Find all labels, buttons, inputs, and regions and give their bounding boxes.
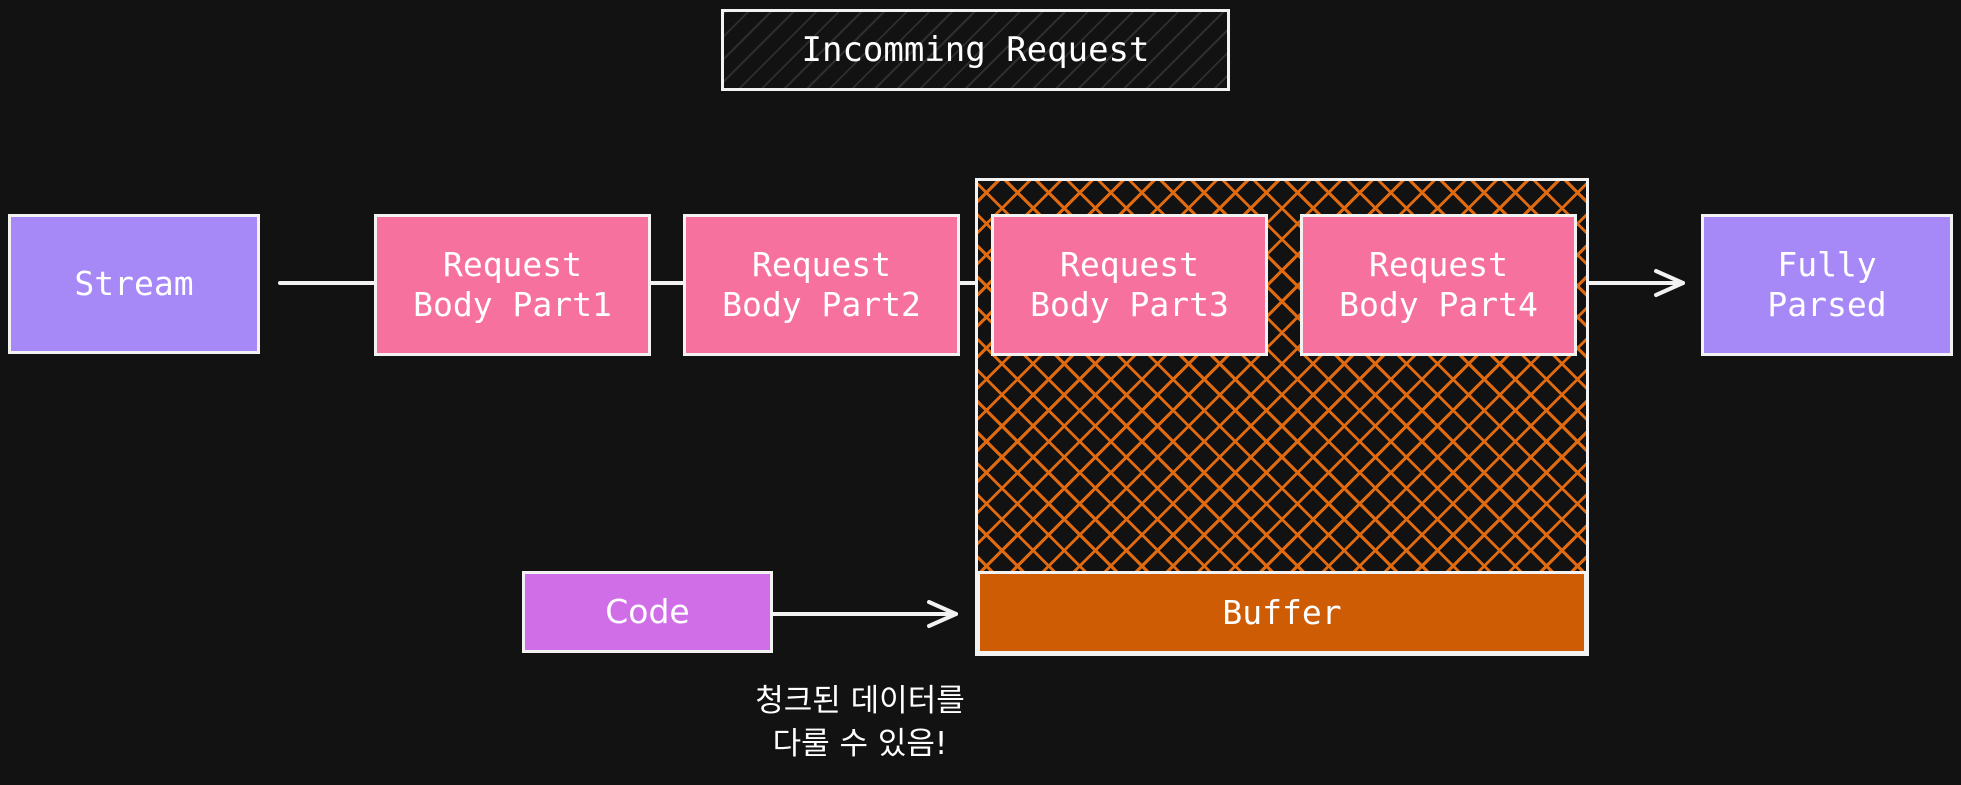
fully-parsed-node: Fully Parsed — [1701, 214, 1953, 356]
arrow-code-to-buffer — [770, 600, 958, 628]
buffer-node: Buffer — [977, 571, 1587, 654]
request-body-part3-node: Request Body Part3 — [991, 214, 1268, 356]
request-body-part2-node: Request Body Part2 — [683, 214, 960, 356]
request-body-part1-node: Request Body Part1 — [374, 214, 651, 356]
request-body-part4-node: Request Body Part4 — [1300, 214, 1577, 356]
code-node: Code — [522, 571, 773, 653]
arrow-to-fully-parsed — [1574, 269, 1685, 297]
chunked-data-note: 청크된 데이터를 다룰 수 있음! — [755, 683, 965, 763]
stream-node: Stream — [8, 214, 260, 354]
incoming-request-title: Incomming Request — [721, 9, 1230, 91]
